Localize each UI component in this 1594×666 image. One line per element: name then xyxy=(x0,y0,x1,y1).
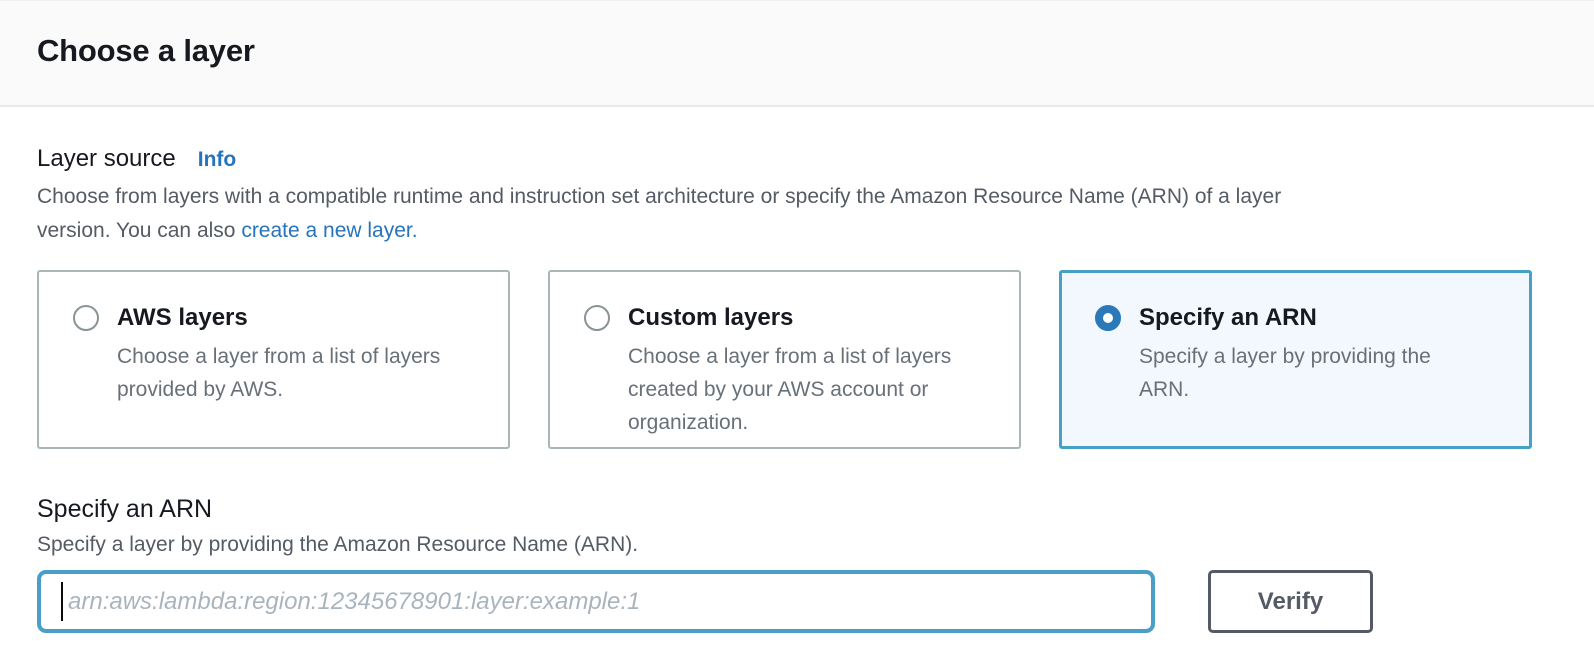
layer-source-label-row: Layer source Info xyxy=(37,145,1532,173)
verify-button[interactable]: Verify xyxy=(1208,570,1373,633)
arn-input-row: Verify xyxy=(37,570,1532,633)
text-caret xyxy=(61,582,63,621)
layer-source-tiles: AWS layers Choose a layer from a list of… xyxy=(37,270,1532,449)
tile-aws-layers[interactable]: AWS layers Choose a layer from a list of… xyxy=(37,270,510,449)
arn-input-wrapper xyxy=(37,570,1155,633)
tile-specify-arn-title: Specify an ARN xyxy=(1139,304,1317,331)
layer-source-description-line2: version. You can also create a new layer… xyxy=(37,219,418,242)
specify-arn-description: Specify a layer by providing the Amazon … xyxy=(37,533,639,556)
tile-custom-layers-title: Custom layers xyxy=(628,304,794,331)
layer-source-description: Choose from layers with a compatible run… xyxy=(37,180,1532,248)
radio-specify-arn[interactable] xyxy=(1095,305,1121,331)
page-title: Choose a layer xyxy=(37,33,255,68)
panel-header: Choose a layer xyxy=(0,0,1594,107)
create-new-layer-link[interactable]: create a new layer. xyxy=(241,219,418,242)
tile-custom-layers-description: Choose a layer from a list of layers cre… xyxy=(628,345,952,434)
radio-custom-layers[interactable] xyxy=(584,305,610,331)
arn-input[interactable] xyxy=(37,570,1155,633)
tile-aws-layers-description: Choose a layer from a list of layers pro… xyxy=(117,345,441,401)
info-link[interactable]: Info xyxy=(197,148,237,171)
layer-source-label: Layer source xyxy=(37,145,176,172)
radio-aws-layers[interactable] xyxy=(73,305,99,331)
layer-chooser-panel: Layer source Info Choose from layers wit… xyxy=(0,145,1594,633)
layer-source-description-line1: Choose from layers with a compatible run… xyxy=(37,185,1282,208)
tile-custom-layers[interactable]: Custom layers Choose a layer from a list… xyxy=(548,270,1021,449)
tile-aws-layers-title: AWS layers xyxy=(117,304,248,331)
specify-arn-heading: Specify an ARN xyxy=(37,495,213,523)
tile-specify-arn[interactable]: Specify an ARN Specify a layer by provid… xyxy=(1059,270,1532,449)
tile-specify-arn-description: Specify a layer by providing the ARN. xyxy=(1139,345,1431,401)
